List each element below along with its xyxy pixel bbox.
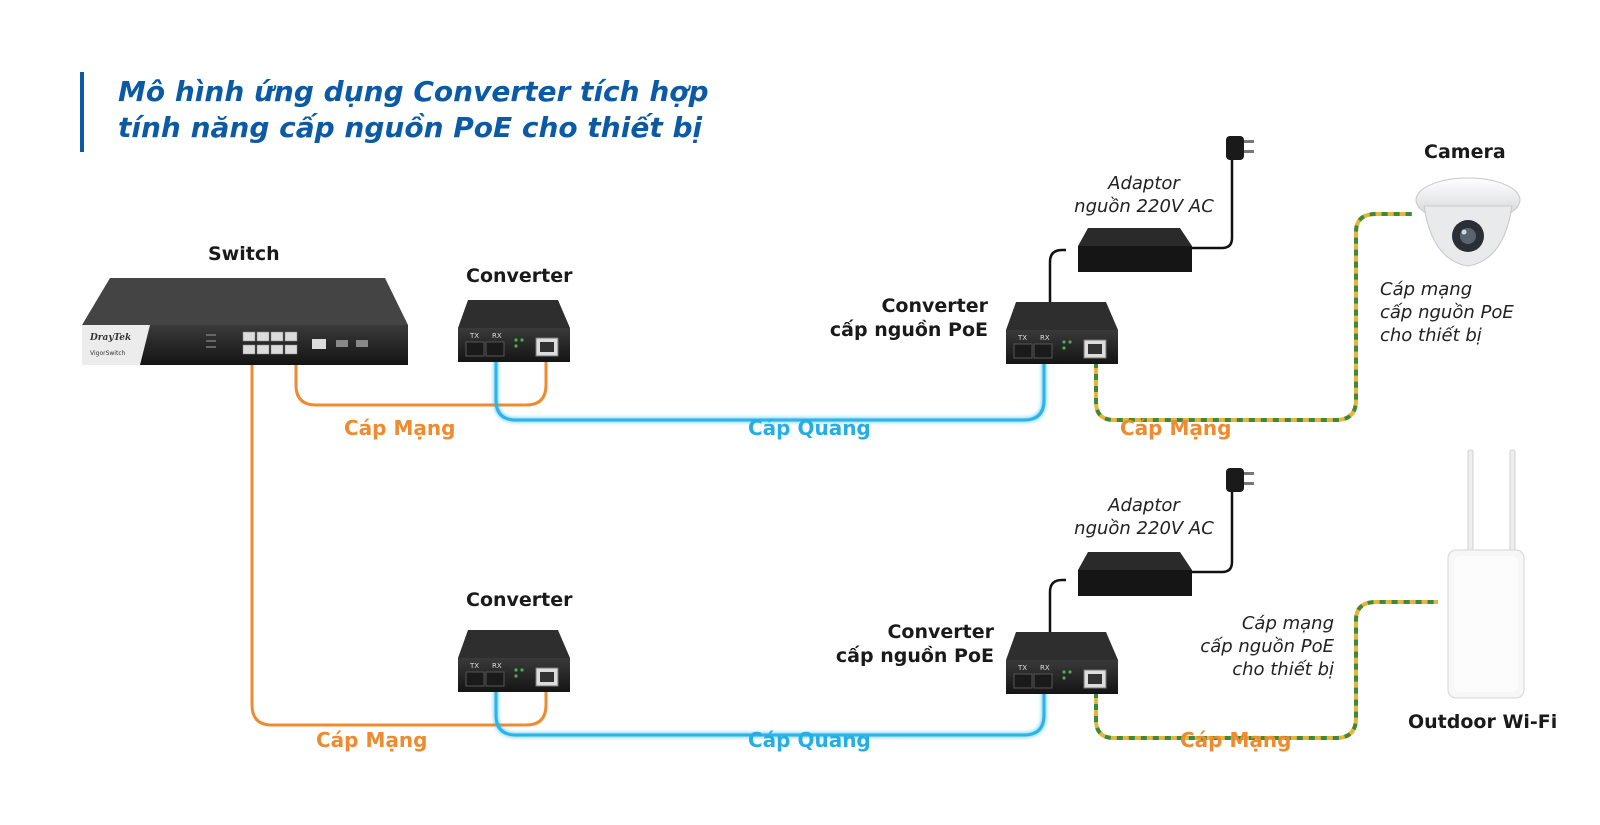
power-plug-top-icon	[1226, 136, 1254, 160]
svg-text:RX: RX	[1040, 334, 1050, 342]
adaptor-cord-bottom	[1048, 578, 1066, 635]
svg-text:RX: RX	[1040, 664, 1050, 672]
converter-bottom-device: TX RX	[458, 630, 570, 692]
cable-label-lan-bottom-left: Cáp Mạng	[316, 728, 428, 752]
adaptor-top-label: Adaptor nguồn 220V AC	[1056, 172, 1232, 218]
adaptor-bottom-label-line1: Adaptor	[1108, 495, 1180, 516]
poe-converter-top-label-line2: cấp nguồn PoE	[829, 319, 988, 341]
poe-note-wifi-line1: Cáp mạng	[1241, 613, 1334, 634]
cable-label-lan-top-left: Cáp Mạng	[344, 416, 456, 440]
adaptor-cord-top-mains	[1188, 158, 1234, 250]
converter-top-device: TX RX	[458, 300, 570, 362]
camera-label: Camera	[1424, 141, 1506, 163]
power-plug-bottom-icon	[1226, 468, 1254, 492]
switch-device: DrayTek VigorSwitch	[82, 278, 408, 365]
poe-converter-top-label: Converter cấp nguồn PoE	[800, 294, 988, 342]
diagram-title: Mô hình ứng dụng Converter tích hợp tính…	[118, 74, 709, 146]
switch-model-text: VigorSwitch	[90, 350, 126, 357]
switch-sfp-port	[336, 340, 348, 347]
svg-text:TX: TX	[469, 332, 479, 340]
adaptor-top-device	[1078, 228, 1192, 272]
cable-label-fiber-bottom: Cáp Quang	[748, 728, 871, 752]
adaptor-cord-bottom-mains	[1188, 490, 1234, 574]
switch-brand-text: DrayTek	[89, 333, 131, 343]
adaptor-bottom-device	[1078, 552, 1192, 596]
title-line1-prefix: Mô hình ứng dụng	[118, 75, 414, 108]
cable-label-lan-bottom-right: Cáp Mạng	[1180, 728, 1292, 752]
poe-converter-top-device: TX RX	[1006, 302, 1118, 364]
adaptor-cord-top	[1048, 248, 1066, 305]
title-accent-bar	[80, 72, 84, 152]
fiber-cable-bottom	[494, 675, 1046, 737]
switch-label: Switch	[208, 243, 280, 265]
switch-sfp-port	[356, 340, 368, 347]
poe-note-wifi-line3: cho thiết bị	[1232, 659, 1334, 680]
switch-lan-ports	[242, 331, 298, 355]
adaptor-top-label-line2: nguồn 220V AC	[1074, 196, 1214, 217]
svg-text:TX: TX	[1017, 664, 1027, 672]
converter-bottom-label: Converter	[466, 589, 573, 611]
poe-converter-bottom-device: TX RX	[1006, 632, 1118, 694]
outdoor-wifi-label: Outdoor Wi-Fi	[1408, 711, 1558, 733]
cable-label-fiber-top: Cáp Quang	[748, 416, 871, 440]
svg-text:TX: TX	[1017, 334, 1027, 342]
poe-note-wifi-line2: cấp nguồn PoE	[1200, 636, 1334, 657]
poe-converter-bottom-label-line1: Converter	[887, 621, 994, 643]
poe-note-camera-line3: cho thiết bị	[1380, 325, 1482, 346]
lan-cable-bottom	[250, 350, 548, 727]
poe-converter-top-label-line1: Converter	[881, 295, 988, 317]
switch-console-port	[312, 339, 326, 349]
fiber-cable-top	[494, 344, 1046, 422]
poe-cable-bottom	[1094, 600, 1438, 740]
poe-note-camera: Cáp mạng cấp nguồn PoE cho thiết bị	[1380, 278, 1514, 347]
poe-note-camera-line2: cấp nguồn PoE	[1380, 302, 1514, 323]
svg-text:RX: RX	[492, 662, 502, 670]
title-line2: tính năng cấp nguồn PoE cho thiết bị	[118, 111, 703, 144]
svg-text:RX: RX	[492, 332, 502, 340]
svg-text:TX: TX	[469, 662, 479, 670]
converter-top-label: Converter	[466, 265, 573, 287]
adaptor-bottom-label: Adaptor nguồn 220V AC	[1056, 494, 1232, 540]
poe-cable-top	[1094, 212, 1412, 422]
poe-note-wifi: Cáp mạng cấp nguồn PoE cho thiết bị	[1150, 612, 1334, 681]
adaptor-bottom-label-line2: nguồn 220V AC	[1074, 518, 1214, 539]
cable-label-lan-top-right: Cáp Mạng	[1120, 416, 1232, 440]
dome-camera-icon	[1415, 177, 1521, 267]
lan-cable-top	[294, 344, 548, 407]
poe-converter-bottom-label-line2: cấp nguồn PoE	[835, 645, 994, 667]
title-line1-bold: Converter tích hợp	[413, 75, 709, 108]
poe-converter-bottom-label: Converter cấp nguồn PoE	[806, 620, 994, 668]
poe-note-camera-line1: Cáp mạng	[1380, 279, 1473, 300]
adaptor-top-label-line1: Adaptor	[1108, 173, 1180, 194]
outdoor-wifi-ap-icon	[1447, 449, 1525, 699]
